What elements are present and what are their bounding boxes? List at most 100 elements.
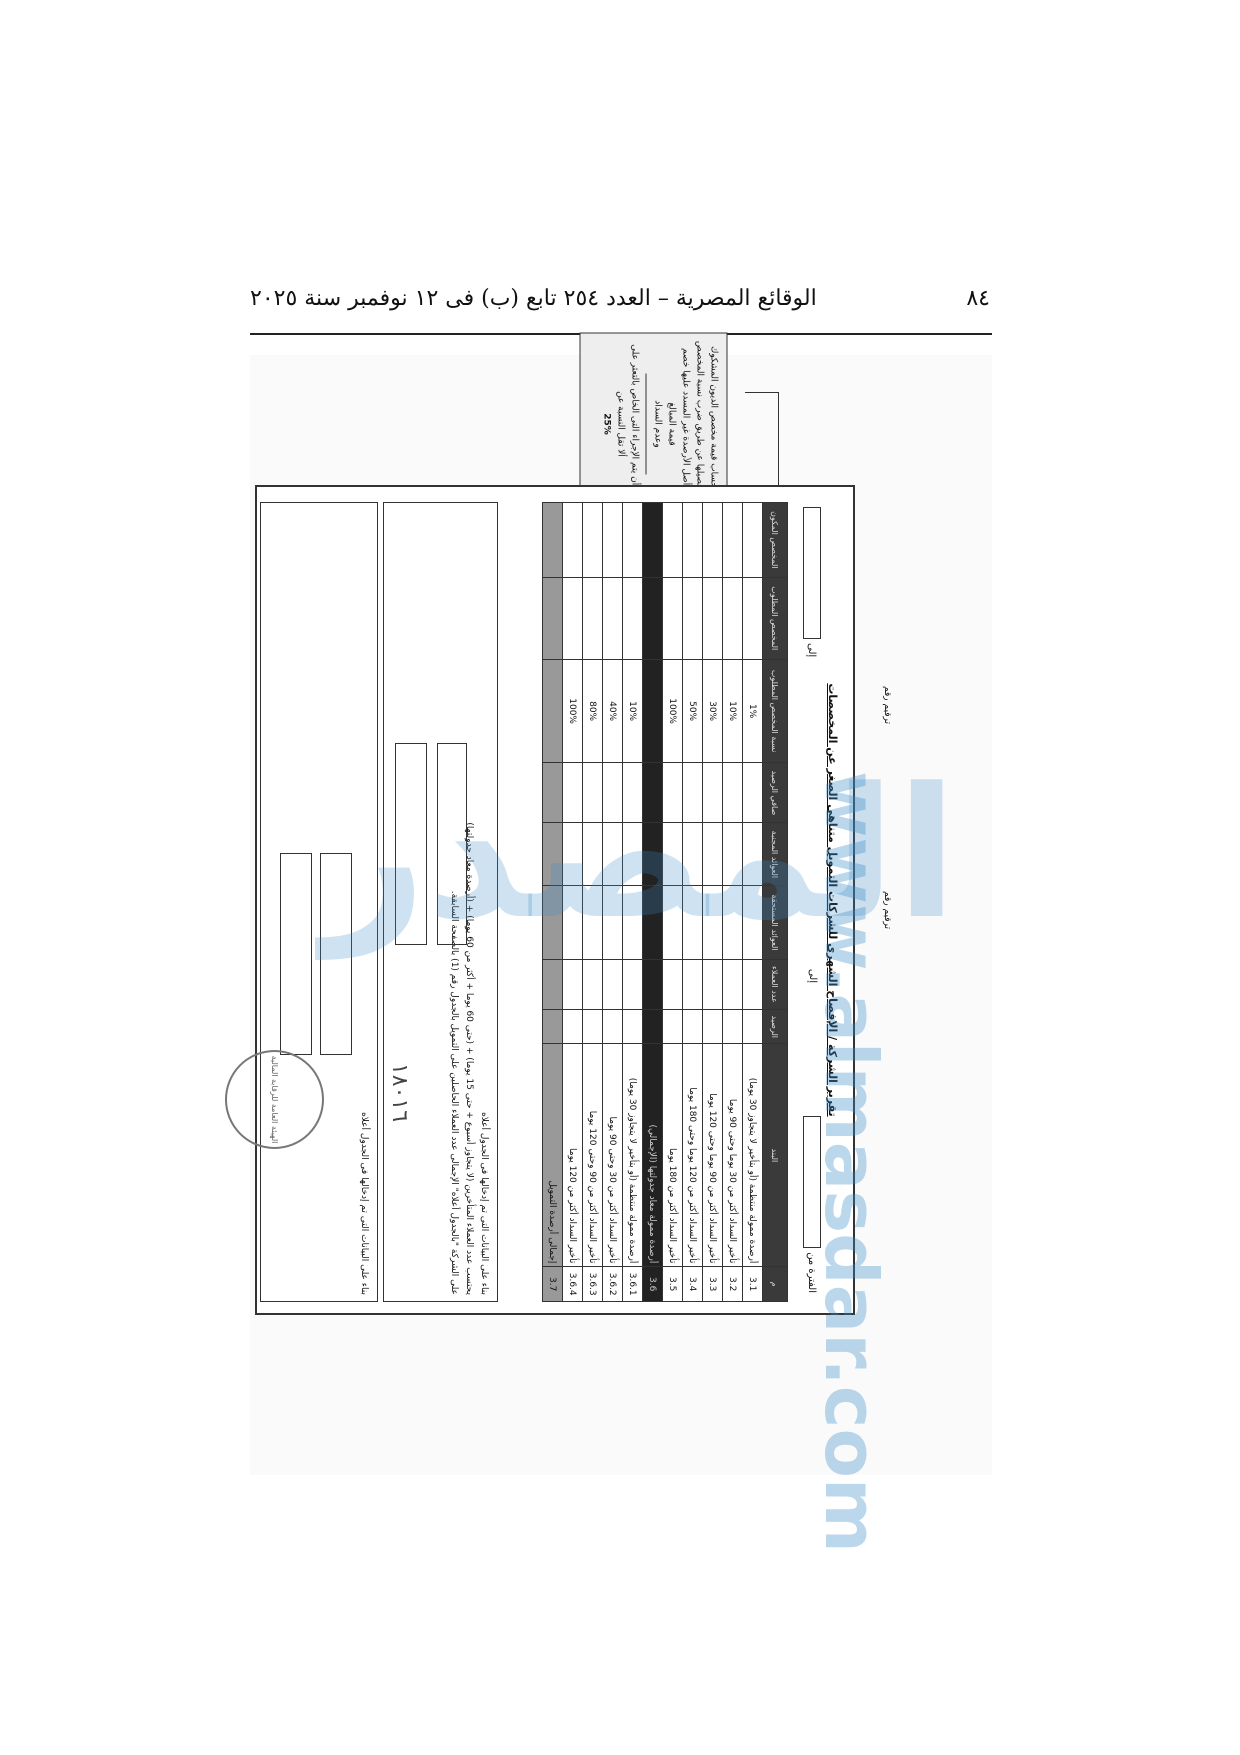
row-label: إجمالى أرصدة التمويل [542,1043,563,1267]
input-cell[interactable] [642,959,663,1010]
column-header: عدد العملاء [762,959,788,1010]
column-header: المخصص المكون [762,502,788,578]
input-cell[interactable] [622,959,643,1010]
row-label: أرصدة ممولة منتظمة (أو بتأخير لا يتجاوز … [622,1043,643,1267]
input-cell[interactable] [662,502,683,578]
input-cell[interactable] [702,577,723,660]
input-cell[interactable] [702,959,723,1010]
row-number: 3.1 [742,1266,763,1302]
input-cell[interactable] [722,577,743,660]
input-cell[interactable] [542,1009,563,1044]
input-cell[interactable] [582,577,603,660]
row-number: 3.5 [662,1266,683,1302]
sticky-percent: 25% [601,413,612,435]
input-cell[interactable] [702,502,723,578]
input-cell[interactable] [702,1009,723,1044]
input-cell[interactable] [682,1009,703,1044]
input-cell[interactable] [682,959,703,1010]
row-label: أرصدة ممولة معاد جدولتها (الإجمالي) [642,1043,663,1267]
row-number: 3.7 [542,1266,563,1302]
sticky-text: يتم حساب قيمة مخصص الديون المشكوك فى تحص… [666,340,719,508]
row-label: تأخير السداد أكثر من 30 يوما وحتى 90 يوم… [722,1043,743,1267]
field-label: إلى [806,643,818,658]
input-cell[interactable] [682,502,703,578]
input-cell[interactable] [542,502,563,578]
input-cell[interactable] [602,959,623,1010]
input-cell[interactable] [602,577,623,660]
row-label: تأخير السداد أكثر من 30 وحتى 90 يوما [602,1043,623,1267]
row-label: تأخير السداد أكثر من 90 يوما وحتى 120 يو… [702,1043,723,1267]
row-label: تأخير السداد أكثر من 120 يوما [562,1043,583,1267]
input-cell[interactable] [662,577,683,660]
page-header: ٨٤ الوقائع المصرية – العدد ٢٥٤ تابع (ب) … [250,286,990,311]
watermark-logo: المصدر [322,750,958,959]
input-cell[interactable] [642,577,663,660]
input-cell[interactable] [602,1009,623,1044]
row-number: 3.6.1 [622,1266,643,1302]
input-cell[interactable] [622,1009,643,1044]
row-number: 3.2 [722,1266,743,1302]
row-label: تأخير السداد أكثر من 90 وحتى 120 يوما [582,1043,603,1267]
input-cell[interactable] [722,1009,743,1044]
official-stamp: الهيئة العامة للرقابة المالية [225,1050,324,1149]
input-cell[interactable] [742,502,763,578]
input-cell[interactable] [682,577,703,660]
provision-percent: 1% [742,659,763,763]
provision-percent: 10% [722,659,743,763]
input-cell[interactable] [722,502,743,578]
row-number: 3.6.3 [582,1266,603,1302]
column-header: البند [762,1043,788,1267]
column-header: نسبة المخصص المطلوب [762,659,788,763]
input-cell[interactable] [562,959,583,1010]
input-cell[interactable] [622,577,643,660]
input-cell[interactable] [542,959,563,1010]
input-cell[interactable] [562,502,583,578]
input-cell[interactable] [742,1009,763,1044]
provision-percent: 40% [602,659,623,763]
input-cell[interactable] [662,959,683,1010]
connector-line [745,392,779,393]
page-number: ٨٤ [966,286,990,311]
input-cell[interactable] [742,577,763,660]
provision-percent: 100% [662,659,683,763]
input-cell[interactable] [562,577,583,660]
row-number: 3.6 [642,1266,663,1302]
provision-percent: 80% [582,659,603,763]
input-cell[interactable] [602,502,623,578]
input-cell[interactable] [562,1009,583,1044]
provision-percent [642,659,663,763]
row-label: تأخير السداد أكثر من 180 يوما [662,1043,683,1267]
to-field-2[interactable]: إلى [803,507,821,657]
provision-percent: 100% [562,659,583,763]
row-number: 3.6.4 [562,1266,583,1302]
input-cell[interactable] [642,1009,663,1044]
provision-percent: 30% [702,659,723,763]
watermark-url: www.almasdar.com [808,771,893,1553]
stamp-text: الهيئة العامة للرقابة المالية [270,1055,279,1144]
column-header: م [762,1266,788,1302]
row-number: 3.4 [682,1266,703,1302]
input-cell[interactable] [662,1009,683,1044]
input-cell[interactable] [622,502,643,578]
provision-percent: 50% [682,659,703,763]
input-cell[interactable] [742,959,763,1010]
row-label: أرصدة ممولة منتظمة (أو بتأخير لا يتجاوز … [742,1043,763,1267]
sticky-text: وعدم السداد [652,400,663,448]
input-cell[interactable] [582,1009,603,1044]
row-number: 3.3 [702,1266,723,1302]
input-cell[interactable] [722,959,743,1010]
provision-percent [542,659,563,763]
sequence-label-1: ترقيم رقم [881,686,892,724]
connector-line [778,392,779,512]
input-cell[interactable] [582,502,603,578]
row-number: 3.6.2 [602,1266,623,1302]
column-header: المخصص المطلوب [762,577,788,660]
input-cell[interactable] [582,959,603,1010]
input-cell[interactable] [642,502,663,578]
sticky-text: على أن يتم الإجراء التى الخاص بالتعثر عل… [615,344,640,504]
input-cell[interactable] [542,577,563,660]
handwritten-number: ١٨٠١٦ [387,1062,413,1123]
row-label: تأخير السداد أكثر من 120 يوما وحتى 180 ي… [682,1043,703,1267]
gazette-title: الوقائع المصرية – العدد ٢٥٤ تابع (ب) فى … [250,286,817,311]
